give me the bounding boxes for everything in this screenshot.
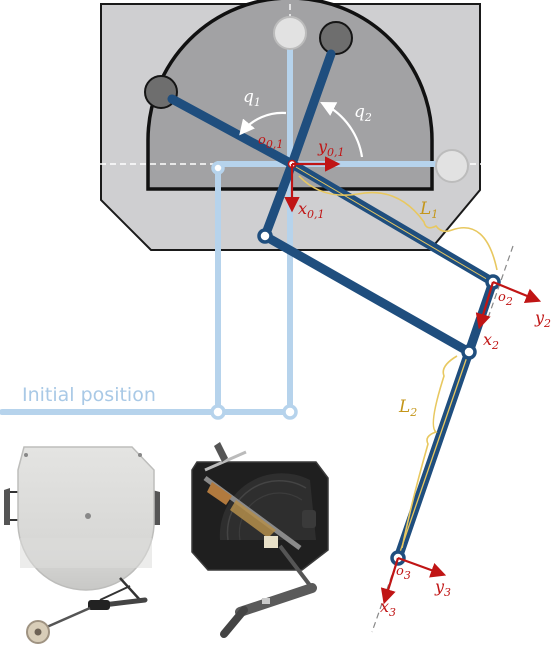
motor-disc-initial-right — [435, 149, 469, 183]
L2-brace — [401, 355, 458, 549]
q2-label: q2 — [354, 102, 372, 124]
device-photo-open — [191, 442, 329, 638]
motor-disc-initial-top — [273, 16, 307, 50]
motor-disc-q2 — [319, 21, 353, 55]
y01-label: y0,1 — [317, 137, 345, 159]
o01-label: o0,1 — [258, 133, 283, 151]
y3-label: y3 — [434, 577, 451, 599]
y2-label: y2 — [534, 308, 551, 330]
link-centerline — [399, 353, 469, 553]
x3-label: x3 — [380, 597, 396, 619]
x01-label: x0,1 — [298, 199, 325, 221]
o2-label: o2 — [498, 290, 513, 308]
link-extension-line — [487, 245, 514, 319]
L1-brace — [298, 175, 498, 271]
link-centerline-upper — [295, 166, 491, 282]
L1-label: L1 — [419, 199, 438, 221]
L2-label: L2 — [398, 397, 417, 419]
q1-label: q1 — [243, 87, 261, 109]
q2-arc — [320, 101, 364, 158]
frame-3-axes — [380, 556, 447, 605]
frame-01-axes — [284, 156, 341, 213]
device-plate — [17, 446, 155, 591]
initial-position-joints — [210, 161, 298, 420]
frame-2-axes — [475, 280, 542, 330]
motor-discs — [144, 16, 469, 183]
joint-angle-arcs — [239, 101, 364, 158]
q1-arc — [239, 111, 287, 136]
linkage-joints — [257, 228, 501, 566]
o3-label: o3 — [396, 564, 411, 582]
initial-position-label: Initial position — [22, 384, 156, 406]
device-photo-closed — [4, 446, 160, 644]
x2-label: x2 — [483, 330, 499, 352]
